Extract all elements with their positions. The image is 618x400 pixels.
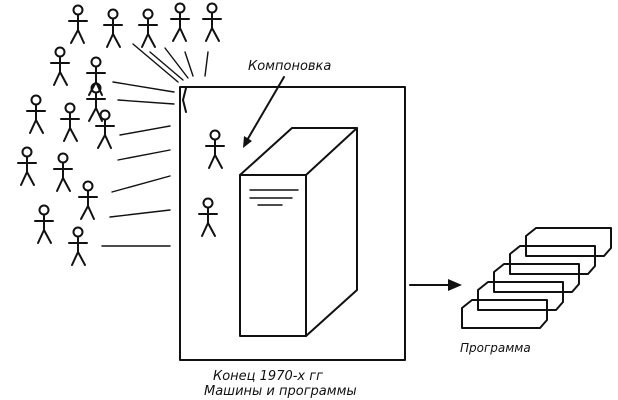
person-figure xyxy=(170,2,190,42)
person-figure xyxy=(17,146,37,186)
people-outside xyxy=(17,2,222,266)
program-block xyxy=(525,227,612,257)
layout-arrow xyxy=(243,76,285,148)
person-figure xyxy=(95,109,115,149)
program-block xyxy=(461,299,548,329)
person-figure xyxy=(103,8,123,48)
caption-line-2: Машины и программы xyxy=(204,384,357,399)
person-figure xyxy=(138,8,158,48)
people-inside xyxy=(198,129,225,237)
program-block xyxy=(509,245,596,275)
person-figure xyxy=(202,2,222,42)
person-figure xyxy=(205,129,225,169)
connection-lines xyxy=(101,43,209,247)
person-figure xyxy=(60,102,80,142)
program-block xyxy=(493,263,580,293)
program-label: Программа xyxy=(460,341,531,355)
person-figure xyxy=(198,197,218,237)
output-arrow xyxy=(409,279,462,291)
person-figure xyxy=(86,56,106,96)
person-figure xyxy=(26,94,46,134)
program-block xyxy=(477,281,564,311)
layout-label: Компоновка xyxy=(248,59,331,74)
person-figure xyxy=(86,82,106,122)
caption-line-1: Конец 1970-х гг xyxy=(213,369,323,384)
person-figure xyxy=(50,46,70,86)
person-figure xyxy=(68,4,88,44)
program-stack xyxy=(461,227,612,329)
frame-corner-mark xyxy=(182,87,187,113)
system-frame xyxy=(179,86,406,361)
computer-cabinet xyxy=(239,127,358,337)
person-figure xyxy=(78,180,98,220)
person-figure xyxy=(34,204,54,244)
person-figure xyxy=(68,226,88,266)
person-figure xyxy=(53,152,73,192)
